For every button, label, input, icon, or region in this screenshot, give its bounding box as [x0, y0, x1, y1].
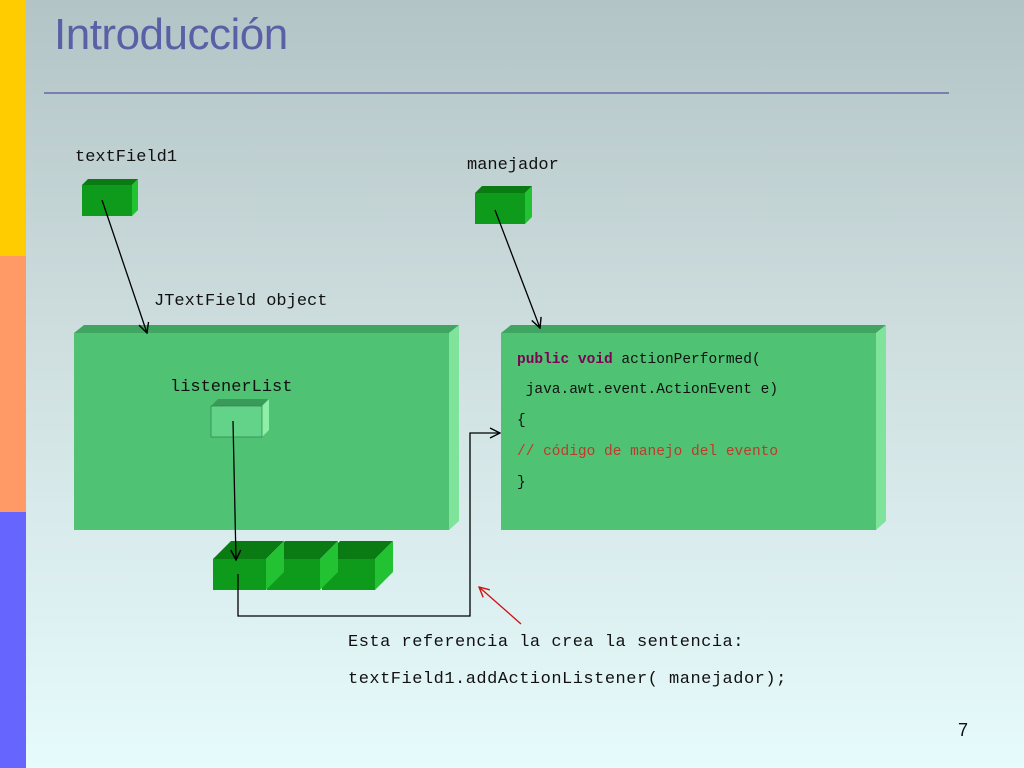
code-method-signature: actionPerformed(	[612, 352, 761, 368]
listenerlist-to-array-arrow	[233, 420, 236, 560]
textfield1-cube	[82, 179, 138, 216]
listenerlist-label: listenerList	[170, 378, 293, 397]
reference-pointer-arrow	[479, 587, 522, 625]
sidebar-orange-band	[0, 256, 26, 512]
page-number: 7	[957, 720, 968, 740]
textfield1-label: textField1	[75, 148, 178, 167]
sidebar-yellow-band	[0, 0, 26, 256]
keyword-void: void	[577, 352, 613, 368]
code-comment-line: // código de manejo del evento	[517, 444, 779, 460]
textfield1-to-object-arrow	[101, 199, 147, 333]
code-line-3: {	[517, 413, 526, 429]
note-line-1: Esta referencia la crea la sentencia:	[348, 633, 744, 652]
slide-title: Introducción	[54, 10, 288, 59]
jtextfield-object-box	[74, 325, 459, 530]
code-line-5: }	[517, 475, 526, 491]
action-performed-box	[501, 325, 886, 530]
array-to-method-connector	[237, 433, 500, 617]
manejador-to-method-arrow	[494, 209, 540, 328]
jtextfield-object-label: JTextField object	[154, 292, 328, 311]
listenerlist-cube	[210, 399, 269, 438]
sidebar-blue-band	[0, 512, 26, 768]
code-line-2: java.awt.event.ActionEvent e)	[517, 382, 779, 398]
manejador-label: manejador	[467, 156, 559, 175]
title-underline	[44, 92, 949, 94]
code-line-1: public void actionPerformed(	[517, 352, 761, 368]
listener-array-cube-3	[322, 541, 393, 590]
note-line-2: textField1.addActionListener( manejador)…	[348, 670, 787, 689]
keyword-public: public	[517, 352, 570, 368]
manejador-cube	[475, 186, 532, 224]
